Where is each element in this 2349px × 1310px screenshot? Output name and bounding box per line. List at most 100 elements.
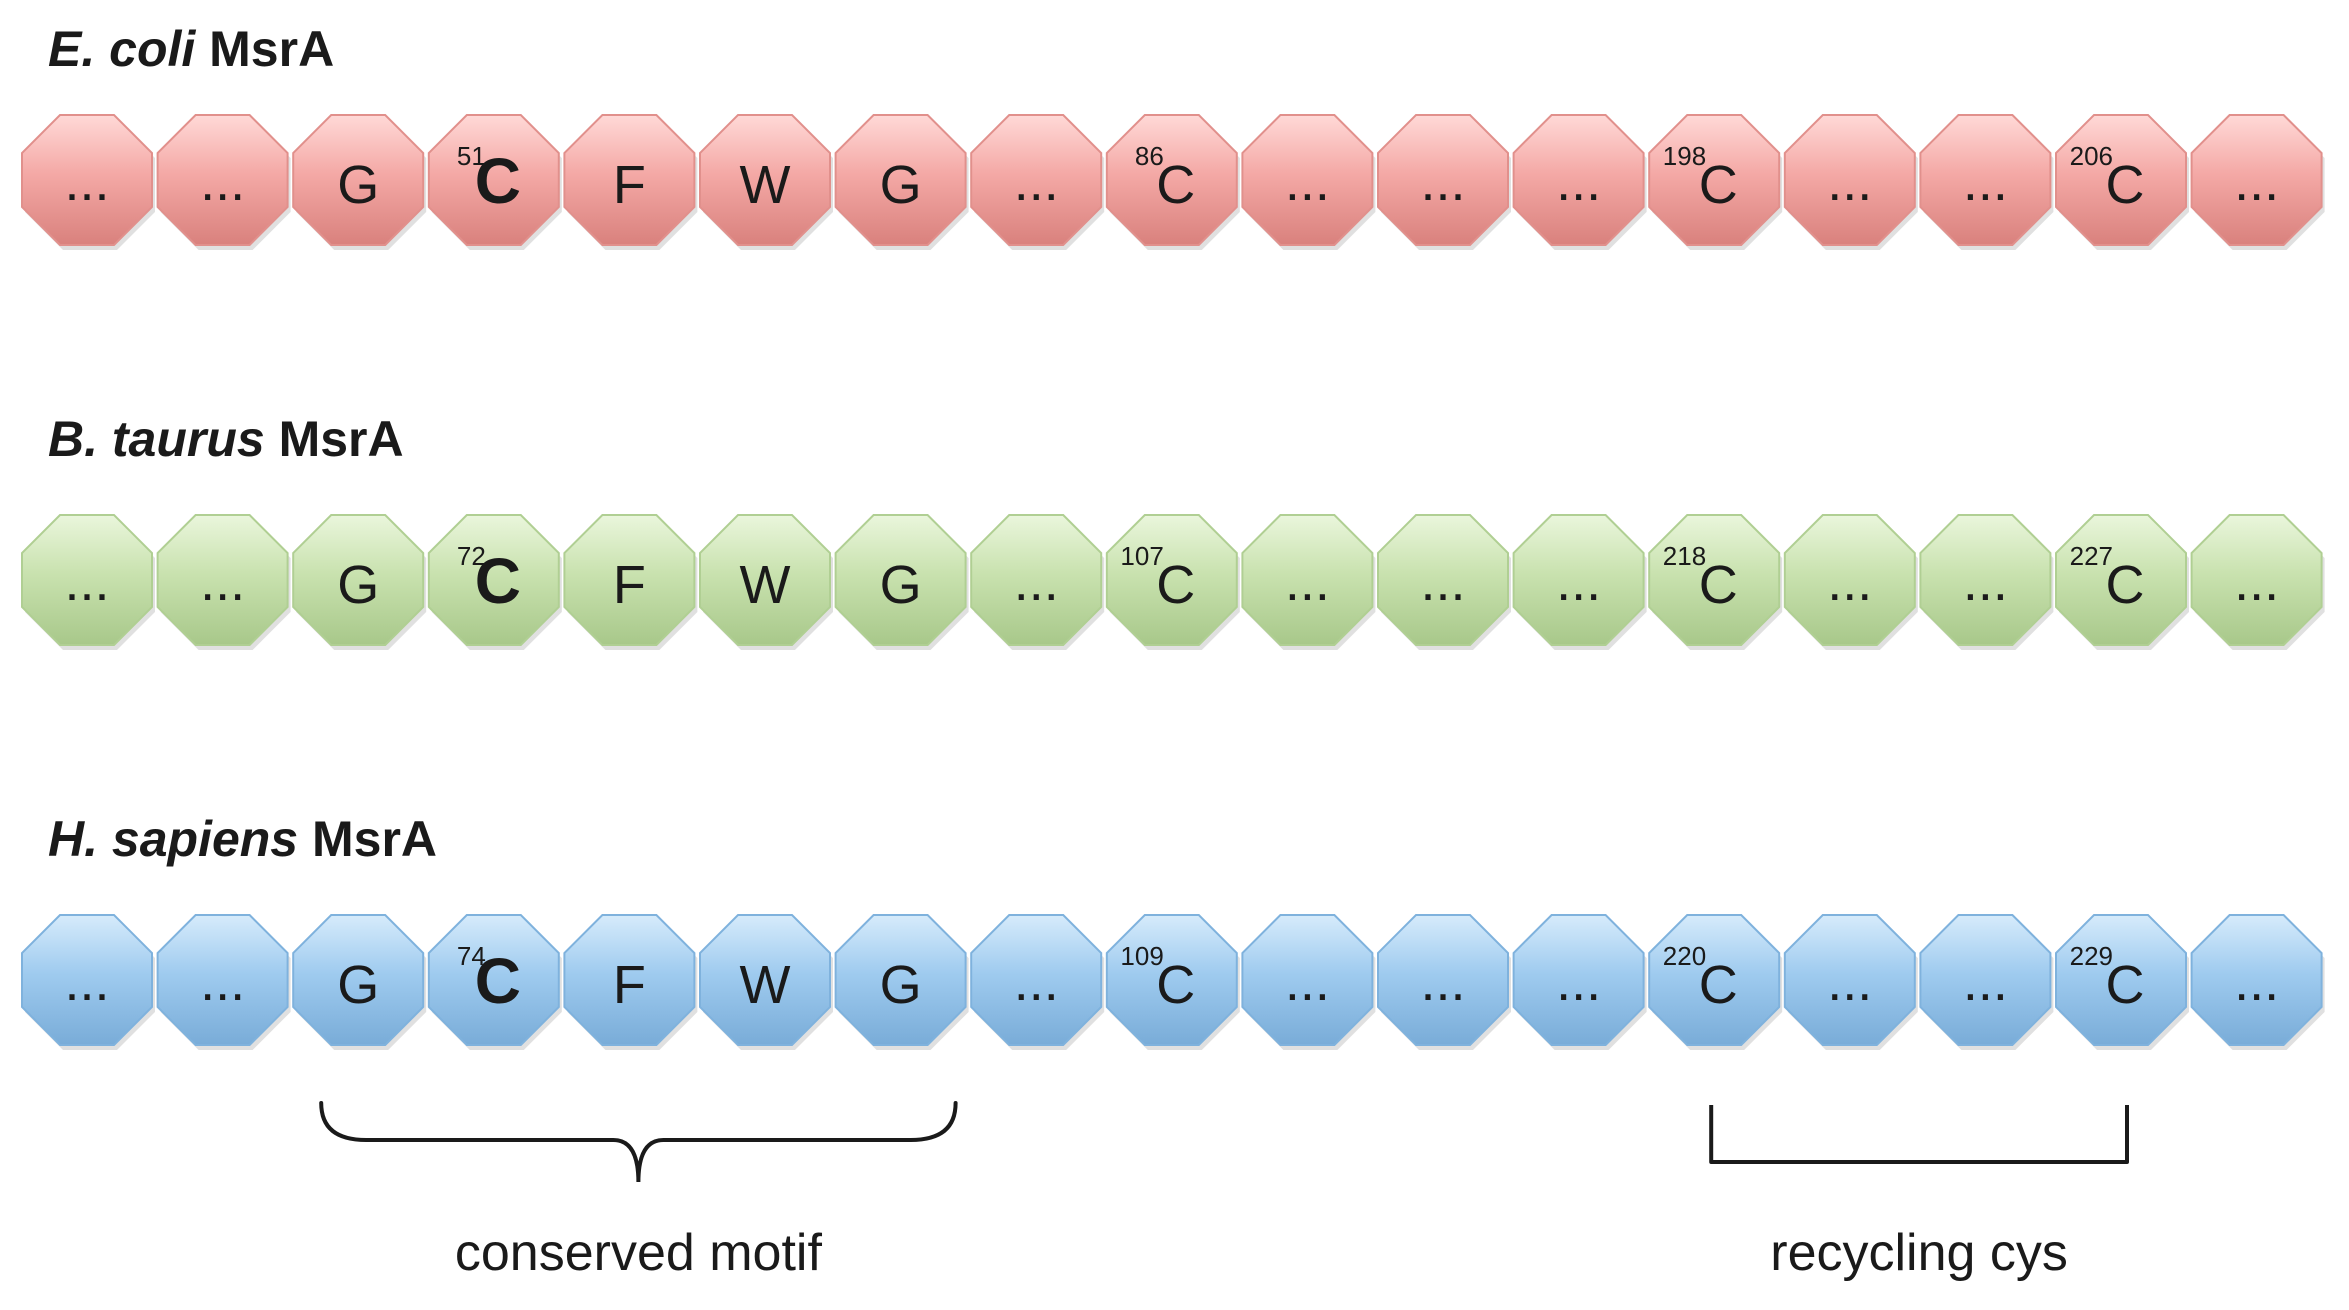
residue-label: G xyxy=(880,955,922,1015)
residue-label: ... xyxy=(1420,952,1465,1012)
residue-label: ... xyxy=(2234,152,2279,212)
residue-octagon: ... xyxy=(1512,514,1647,650)
residue-number: 107 xyxy=(1120,541,1163,571)
octagon-shape xyxy=(1377,114,1509,246)
residue-number: 51 xyxy=(457,141,486,171)
residue-octagon: G xyxy=(834,114,969,250)
octagon-shape xyxy=(21,514,153,646)
residue-octagon: ... xyxy=(21,514,155,650)
residue-number: 227 xyxy=(2070,541,2113,571)
residue-label: C xyxy=(475,545,521,617)
row-title: E. coli MsrA xyxy=(48,21,334,77)
species-name: E. coli xyxy=(48,21,196,77)
octagon-shape xyxy=(699,914,831,1046)
conserved-motif-brace xyxy=(319,1101,958,1183)
residue-label: C xyxy=(1699,555,1738,615)
residue-label: ... xyxy=(1963,152,2008,212)
residue-label: ... xyxy=(64,552,109,612)
residue-label: C xyxy=(1156,555,1195,615)
octagon-shape xyxy=(1648,114,1781,246)
residue-label: ... xyxy=(1014,152,1059,212)
residue-label: ... xyxy=(1556,952,1601,1012)
residue-octagon: ... xyxy=(1783,114,1918,250)
residue-label: ... xyxy=(200,552,245,612)
octagon-shape xyxy=(1783,514,1916,646)
residue-label: ... xyxy=(1963,952,2008,1012)
octagon-shape xyxy=(1919,914,2052,1046)
residue-label: F xyxy=(613,555,646,615)
residue-label: W xyxy=(740,955,791,1015)
residue-octagon: ... xyxy=(21,914,155,1050)
octagon-shape xyxy=(1512,114,1645,246)
residue-label: F xyxy=(613,155,646,215)
residue-octagon: ... xyxy=(1377,514,1511,650)
octagon-shape xyxy=(1919,514,2052,646)
octagon-shape xyxy=(156,914,289,1046)
residue-label: ... xyxy=(1556,152,1601,212)
residue-octagon: ... xyxy=(1512,114,1647,250)
residue-label: G xyxy=(337,555,379,615)
residue-octagon: ... xyxy=(1241,114,1376,250)
residue-number: 206 xyxy=(2070,141,2113,171)
octagon-shape xyxy=(1241,914,1374,1046)
residue-label: ... xyxy=(2234,952,2279,1012)
octagon-shape xyxy=(2055,914,2187,1046)
residue-octagon: C86 xyxy=(1105,114,1240,250)
residue-label: ... xyxy=(1827,152,1872,212)
row-title: H. sapiens MsrA xyxy=(48,811,437,867)
residue-label: C xyxy=(1156,955,1195,1015)
residue-number: 74 xyxy=(457,941,486,971)
octagon-shape xyxy=(21,914,153,1046)
residue-number: 220 xyxy=(1663,941,1706,971)
octagon-shape xyxy=(1241,114,1374,246)
residue-label: G xyxy=(337,155,379,215)
residue-label: F xyxy=(613,955,646,1015)
residue-number: 229 xyxy=(2070,941,2113,971)
octagon-shape xyxy=(2055,114,2187,246)
residue-octagon: ... xyxy=(2190,914,2325,1050)
residue-label: ... xyxy=(1827,952,1872,1012)
residue-number: 86 xyxy=(1135,141,1164,171)
octagon-shape xyxy=(1919,114,2052,246)
octagon-shape xyxy=(563,514,696,646)
residue-label: C xyxy=(1699,955,1738,1015)
residue-label: C xyxy=(475,945,521,1017)
octagon-shape xyxy=(834,114,967,246)
residue-octagon: ... xyxy=(1241,914,1376,1050)
recycling-cys-label: recycling cys xyxy=(1770,1224,2068,1282)
residue-octagon: ... xyxy=(1783,914,1918,1050)
octagon-shape xyxy=(1105,514,1238,646)
residue-label: ... xyxy=(1285,952,1330,1012)
protein-name: MsrA xyxy=(265,411,404,467)
residue-label: ... xyxy=(2234,552,2279,612)
residue-label: G xyxy=(880,155,922,215)
octagon-shape xyxy=(1105,114,1238,246)
residue-octagon: F xyxy=(563,114,698,250)
residue-label: G xyxy=(337,955,379,1015)
octagon-shape xyxy=(699,514,831,646)
residue-octagon: ... xyxy=(970,914,1105,1050)
octagon-shape xyxy=(699,114,831,246)
octagon-shape xyxy=(834,514,967,646)
residue-number: 198 xyxy=(1663,141,1706,171)
residue-octagon: ... xyxy=(2190,114,2325,250)
octagon-shape xyxy=(970,914,1103,1046)
residue-label: ... xyxy=(1556,552,1601,612)
residue-octagon: ... xyxy=(1377,114,1511,250)
residue-label: ... xyxy=(200,952,245,1012)
row-title: B. taurus MsrA xyxy=(48,411,404,467)
residue-label: C xyxy=(2106,555,2145,615)
octagon-shape xyxy=(292,914,425,1046)
residue-octagon: G xyxy=(834,514,969,650)
residue-octagon: ... xyxy=(1919,514,2054,650)
residue-number: 218 xyxy=(1663,541,1706,571)
residue-octagon: W xyxy=(699,514,833,650)
octagon-shape xyxy=(1648,514,1781,646)
